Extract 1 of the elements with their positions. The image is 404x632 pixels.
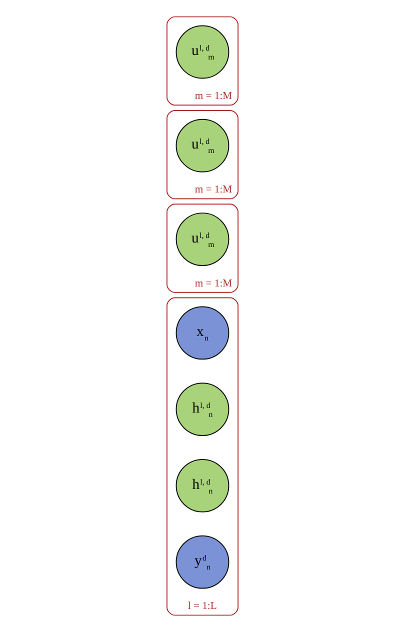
- node-circle: x$_{n}$: [175, 306, 229, 360]
